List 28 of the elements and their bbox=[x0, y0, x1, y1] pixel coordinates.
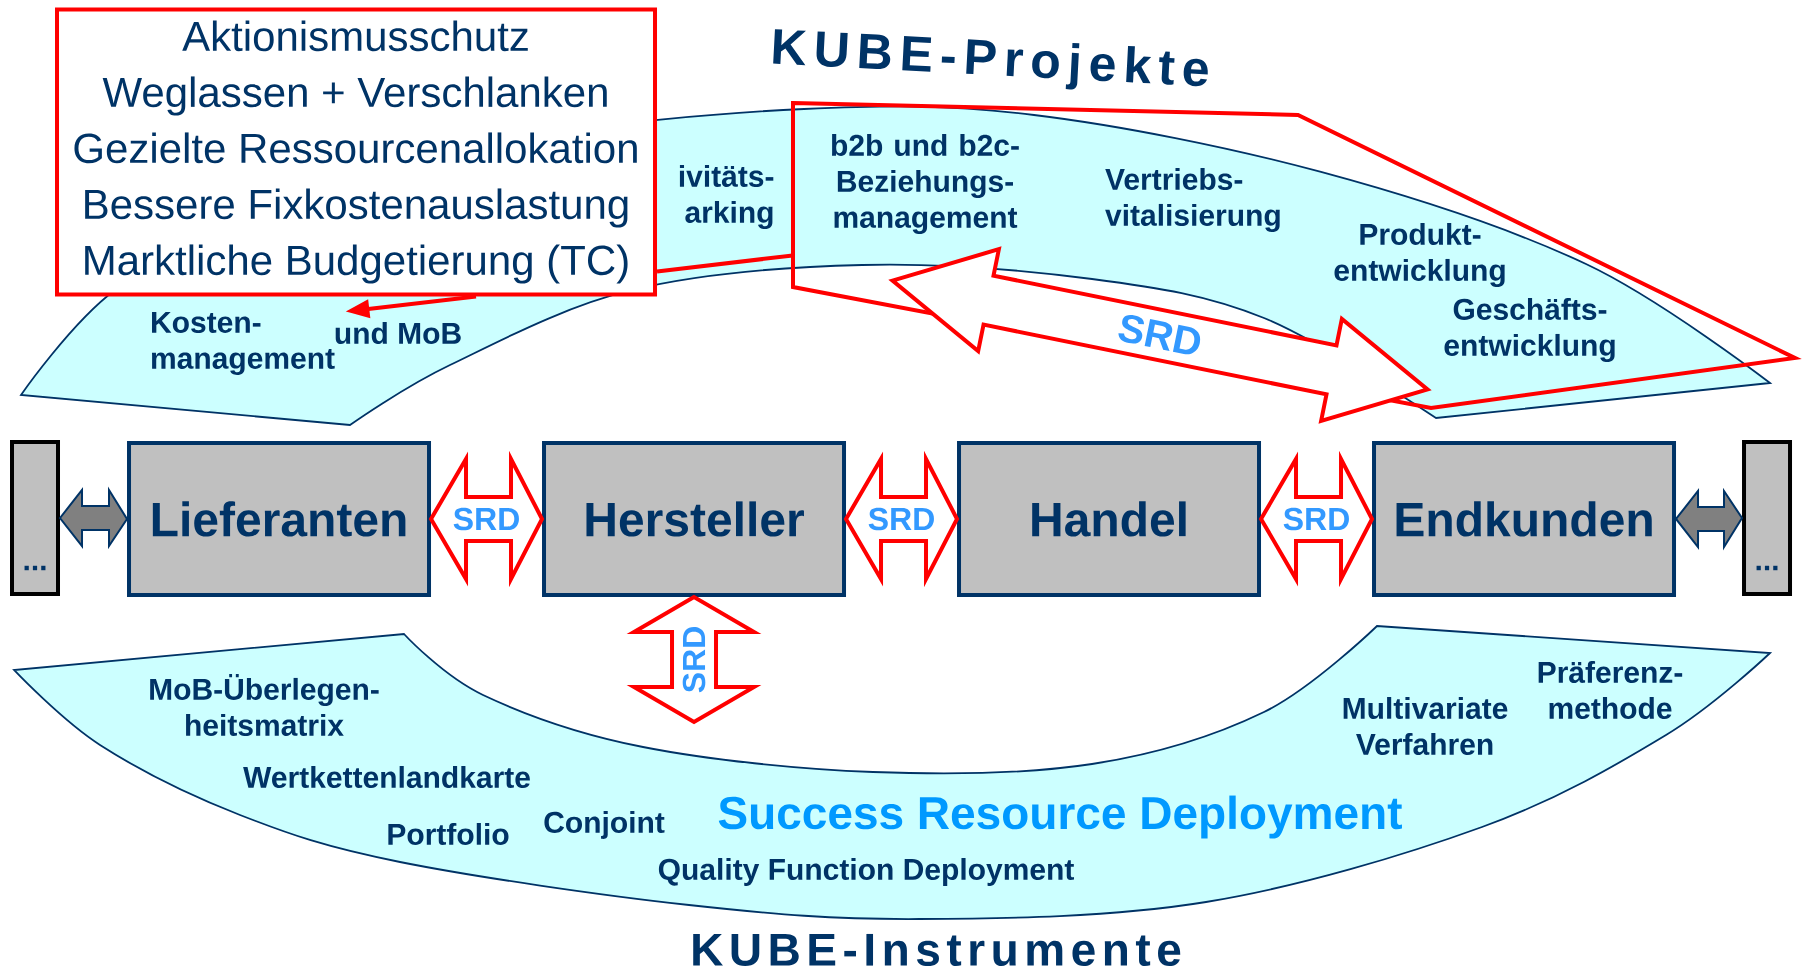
edge-label: SRD bbox=[1280, 505, 1353, 533]
band-label: Conjoint bbox=[544, 811, 665, 839]
ellipsis-box: ... bbox=[1742, 440, 1792, 596]
note-box: Aktionismusschutz Weglassen + Verschlanken Gezielte Ressourcenallokation Bessere Fixkostenauslastung Marktliche Budgetierung (TC) bbox=[55, 7, 657, 297]
ellipsis-box: ... bbox=[10, 440, 60, 596]
band-label: b2b und b2c- Beziehungs- management bbox=[832, 133, 1019, 235]
band-label: ivitäts- arking bbox=[679, 164, 774, 230]
band-label: Portfolio bbox=[388, 823, 509, 845]
edge-label: SRD bbox=[680, 623, 708, 696]
stage-box: Hersteller bbox=[542, 441, 846, 597]
stage-box: Endkunden bbox=[1372, 441, 1676, 597]
band-label: Wertkettenlandkarte bbox=[243, 766, 530, 788]
edge-label: SRD bbox=[865, 505, 938, 533]
term-label: Kosten- management bbox=[152, 312, 335, 375]
band-heading: KUBE-Projekte bbox=[773, 29, 1208, 90]
stage-box: Handel bbox=[957, 441, 1261, 597]
band-label: MoB-Überlegen- heitsmatrix bbox=[150, 674, 379, 736]
band-label: Präferenz- methode bbox=[1538, 661, 1683, 719]
band-heading: KUBE-Instrumente bbox=[693, 933, 1181, 967]
edge-label: SRD bbox=[450, 505, 523, 533]
band-label: und MoB bbox=[335, 322, 461, 344]
band-label: Quality Function Deployment bbox=[658, 858, 1074, 886]
band-label: Multivariate Verfahren bbox=[1343, 697, 1508, 755]
band-label: Geschäfts- entwicklung bbox=[1444, 297, 1615, 363]
band-label: Success Resource Deployment bbox=[718, 795, 1402, 839]
band-label: Vertriebs- vitalisierung bbox=[1105, 167, 1280, 233]
connector-line bbox=[656, 253, 793, 274]
stage-box: Lieferanten bbox=[127, 441, 431, 597]
